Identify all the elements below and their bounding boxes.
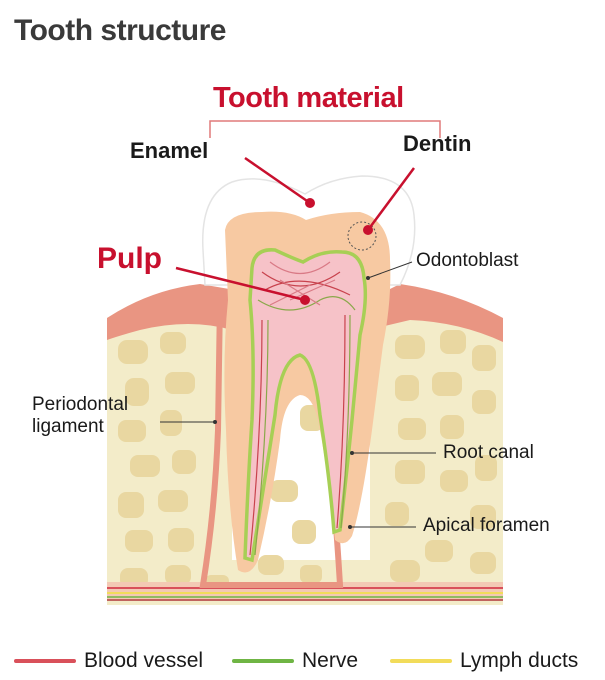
- pulp-label: Pulp: [97, 242, 162, 275]
- apical-foramen-label: Apical foramen: [423, 515, 550, 536]
- legend-blood-vessel-label: Blood vessel: [84, 649, 204, 672]
- legend-nerve-label: Nerve: [302, 649, 359, 672]
- bone-cells: [118, 330, 497, 591]
- periodontal-ligament-line2: ligament: [32, 416, 104, 437]
- legend-nerve: Nerve: [232, 649, 358, 673]
- periodontal-ligament-line1: Periodontal: [32, 394, 129, 415]
- odontoblast-label: Odontoblast: [416, 250, 519, 271]
- gum-left: [107, 284, 235, 340]
- tooth-material-bracket: [209, 120, 441, 138]
- gum-right: [368, 284, 503, 342]
- dentin-detail-circle: [347, 221, 377, 251]
- dentin-label: Dentin: [403, 131, 472, 156]
- root-canal-label: Root canal: [443, 442, 534, 463]
- tooth-material-label: Tooth material: [213, 82, 404, 114]
- legend-lymph-ducts: Lymph ducts: [390, 649, 578, 673]
- periodontal-ligament-label: Periodontal ligament: [32, 394, 128, 438]
- blood-vessel-swatch: [14, 659, 76, 663]
- legend-lymph-ducts-label: Lymph ducts: [460, 649, 579, 672]
- page-title: Tooth structure: [14, 14, 226, 47]
- enamel-label: Enamel: [130, 138, 209, 163]
- pointer-lines: [160, 156, 436, 529]
- legend-blood-vessel: Blood vessel: [14, 649, 203, 673]
- pulp-vessels: [249, 261, 356, 556]
- lymph-ducts-swatch: [390, 659, 452, 663]
- pulp-chamber: [243, 248, 368, 563]
- nerve-swatch: [232, 659, 294, 663]
